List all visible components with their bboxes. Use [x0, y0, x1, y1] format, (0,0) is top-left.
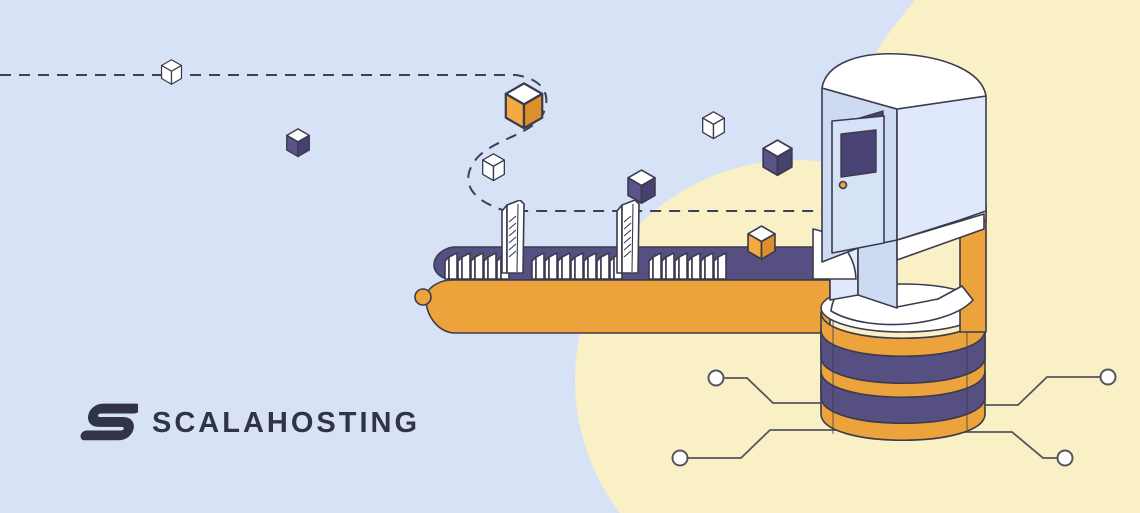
circuit-node	[1056, 449, 1074, 467]
circuit-node	[671, 449, 689, 467]
conveyor-belt	[414, 200, 873, 334]
tall-document	[501, 200, 525, 274]
cube-purple	[762, 139, 793, 177]
circuit-node	[707, 369, 725, 387]
tower-door	[831, 110, 885, 254]
cube-white	[481, 153, 506, 182]
scalahosting-s-icon	[80, 403, 138, 441]
cube-orange	[504, 82, 544, 130]
circuit-node	[1099, 368, 1117, 386]
circuit-traces	[671, 368, 1117, 467]
dashed-path	[0, 74, 828, 212]
base-band	[820, 329, 986, 385]
cube-white	[160, 59, 183, 85]
brand-name: SCALAHOSTING	[152, 406, 420, 439]
base-band	[820, 370, 986, 425]
tall-document	[616, 200, 640, 274]
cube-purple	[627, 169, 656, 204]
server-tower	[812, 52, 987, 442]
brand-logo: SCALAHOSTING	[76, 398, 420, 448]
cube-purple	[286, 128, 310, 158]
interior-balcony	[896, 213, 985, 261]
door-knob	[838, 180, 848, 190]
belt-knob	[414, 288, 432, 306]
door-window	[840, 129, 877, 178]
cube-white	[701, 111, 726, 140]
tower-dome	[821, 52, 987, 110]
cube-orange-on-belt	[747, 225, 776, 260]
belt-front-face	[425, 279, 831, 334]
